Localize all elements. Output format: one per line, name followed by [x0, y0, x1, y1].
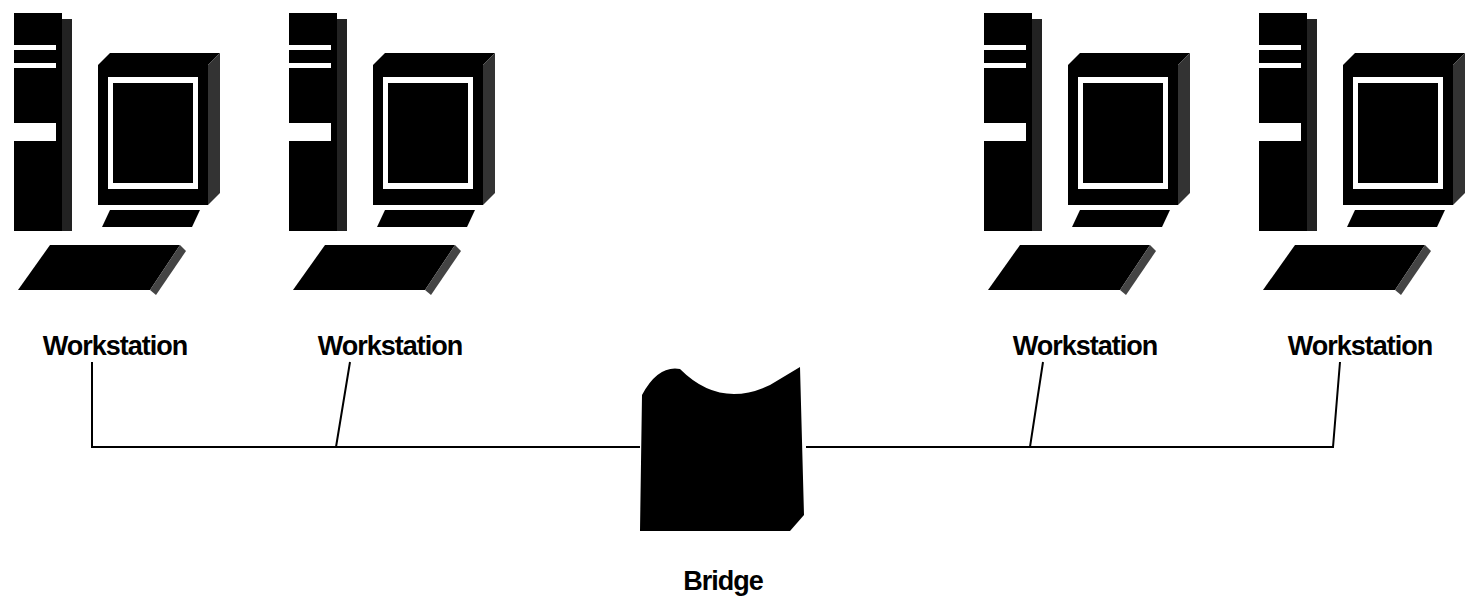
node-label: Workstation — [980, 330, 1190, 362]
bridge-shape — [640, 365, 806, 533]
computer-icon — [10, 5, 220, 305]
bridge-node: Bridge — [640, 365, 806, 597]
node-label: Workstation — [285, 330, 495, 362]
workstation-node: Workstation — [980, 5, 1190, 362]
network-cable — [806, 362, 1043, 447]
computer-icon — [285, 5, 495, 305]
computer-icon — [980, 5, 1190, 305]
workstation-node: Workstation — [1255, 5, 1465, 362]
network-cable — [92, 362, 640, 447]
node-label: Workstation — [10, 330, 220, 362]
network-cable — [806, 362, 1340, 447]
node-label: Workstation — [1255, 330, 1465, 362]
workstation-node: Workstation — [285, 5, 495, 362]
network-cable — [336, 362, 640, 447]
workstation-node: Workstation — [10, 5, 220, 362]
computer-icon — [1255, 5, 1465, 305]
node-label: Bridge — [640, 565, 806, 597]
